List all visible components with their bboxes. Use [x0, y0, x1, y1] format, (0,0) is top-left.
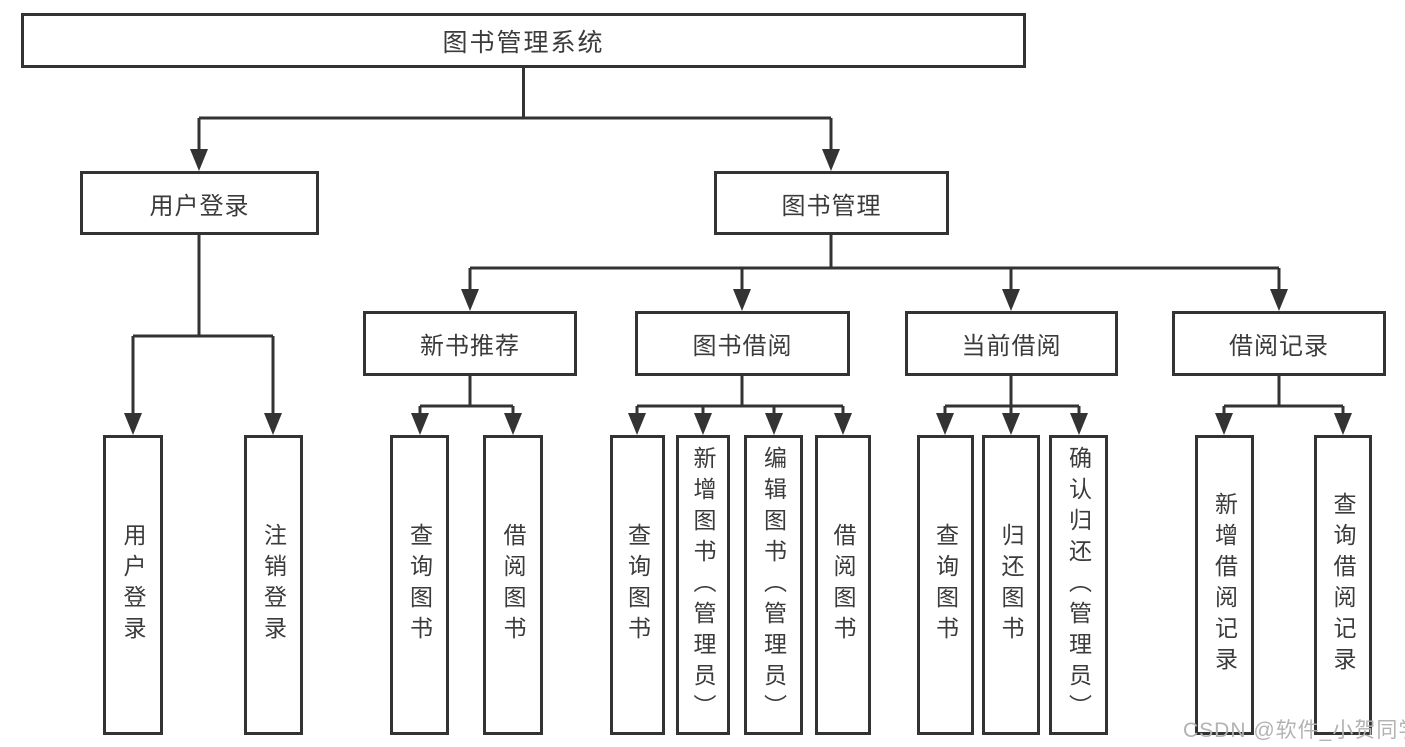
leaf-logout-label: 注销登录	[260, 523, 287, 647]
leaf-bb-add-book-admin-label: 新增图书（管理员）	[690, 445, 716, 725]
connector-book-management-children	[468, 235, 1281, 290]
leaf-br-query-record-label: 查询借阅记录	[1330, 492, 1356, 678]
arrowhead	[1270, 289, 1288, 311]
node-book-borrow: 图书借阅	[635, 311, 850, 376]
leaf-user-login-label: 用户登录	[120, 523, 146, 647]
leaf-nb-borrow-book: 借阅图书	[483, 435, 543, 735]
connector-user-login-children	[131, 235, 275, 414]
leaf-logout: 注销登录	[244, 435, 303, 735]
node-user-login-label: 用户登录	[149, 192, 250, 220]
leaf-bb-query-book: 查询图书	[610, 435, 665, 735]
connector-current-borrow-children	[943, 376, 1081, 414]
leaf-cb-query-book: 查询图书	[917, 435, 974, 735]
arrowhead	[694, 413, 712, 435]
arrowhead	[504, 413, 522, 435]
leaf-br-query-record: 查询借阅记录	[1314, 435, 1372, 735]
leaf-cb-confirm-return-admin: 确认归还（管理员）	[1049, 435, 1108, 735]
leaf-nb-borrow-book-label: 借阅图书	[500, 523, 526, 647]
node-new-book-recommend-label: 新书推荐	[420, 333, 520, 360]
node-book-management-label: 图书管理	[781, 192, 882, 220]
arrowhead	[1334, 413, 1352, 435]
node-user-login: 用户登录	[80, 171, 319, 235]
arrowhead	[1002, 413, 1020, 435]
leaf-bb-add-book-admin: 新增图书（管理员）	[676, 435, 730, 735]
arrowhead	[1215, 413, 1233, 435]
arrowhead	[822, 149, 840, 171]
node-book-borrow-label: 图书借阅	[692, 333, 793, 360]
node-system-root: 图书管理系统	[21, 13, 1026, 68]
connector-borrow-records-children	[1222, 376, 1345, 414]
leaf-bb-edit-book-admin-label: 编辑图书（管理员）	[760, 445, 787, 725]
arrowhead	[1070, 413, 1088, 435]
arrowhead	[190, 149, 208, 171]
arrowhead	[628, 413, 646, 435]
arrowhead	[765, 413, 783, 435]
leaf-nb-query-book: 查询图书	[390, 435, 449, 735]
leaf-cb-return-book: 归还图书	[982, 435, 1040, 735]
arrowheads	[124, 149, 1352, 435]
node-system-root-label: 图书管理系统	[442, 28, 605, 57]
leaf-bb-edit-book-admin: 编辑图书（管理员）	[744, 435, 803, 735]
watermark: CSDN @软件_小贺同学	[1183, 719, 1405, 742]
leaf-br-add-record-label: 新增借阅记录	[1211, 492, 1238, 678]
arrowhead	[733, 289, 751, 311]
leaf-bb-query-book-label: 查询图书	[624, 523, 651, 647]
leaf-nb-query-book-label: 查询图书	[406, 523, 433, 647]
node-book-management: 图书管理	[714, 171, 949, 235]
arrowhead	[461, 289, 479, 311]
arrowhead	[124, 413, 142, 435]
node-current-borrow-label: 当前借阅	[961, 333, 1062, 360]
node-current-borrow: 当前借阅	[905, 311, 1118, 376]
arrowhead	[834, 413, 852, 435]
connector-root-to-level2	[197, 68, 833, 150]
arrowhead	[411, 413, 429, 435]
arrowhead	[936, 413, 954, 435]
node-borrow-records: 借阅记录	[1172, 311, 1386, 376]
node-borrow-records-label: 借阅记录	[1229, 333, 1329, 360]
arrowhead	[1002, 289, 1020, 311]
node-new-book-recommend: 新书推荐	[363, 311, 577, 376]
leaf-cb-query-book-label: 查询图书	[932, 523, 959, 647]
connector-new-book-recommend-children	[418, 376, 515, 414]
leaf-user-login: 用户登录	[103, 435, 163, 735]
leaf-cb-confirm-return-admin-label: 确认归还（管理员）	[1065, 445, 1092, 725]
connector-book-borrow-children	[635, 376, 845, 414]
arrowhead	[264, 413, 282, 435]
leaf-cb-return-book-label: 归还图书	[998, 523, 1024, 647]
leaf-bb-borrow-book: 借阅图书	[815, 435, 871, 735]
leaf-br-add-record: 新增借阅记录	[1195, 435, 1254, 735]
leaf-bb-borrow-book-label: 借阅图书	[830, 523, 856, 647]
